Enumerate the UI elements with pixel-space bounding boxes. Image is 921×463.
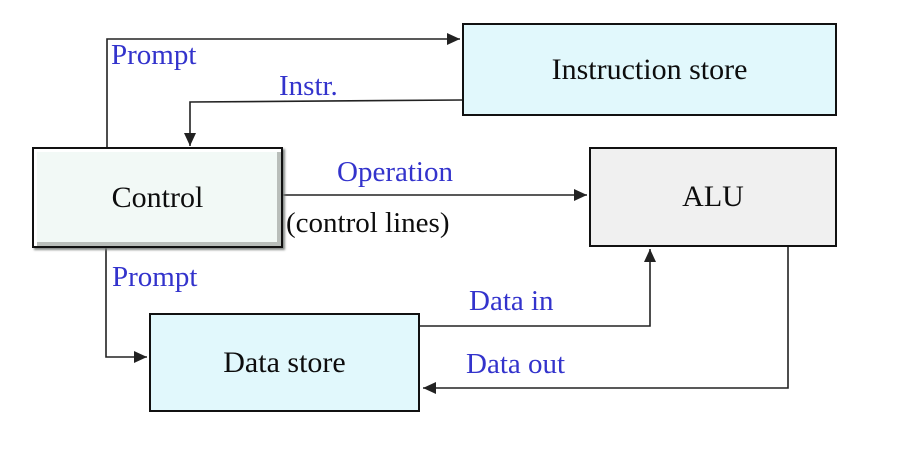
alu-box: ALU: [589, 147, 837, 247]
edge-label-prompt-top: Prompt: [111, 39, 197, 71]
edge-label-data-out: Data out: [466, 348, 566, 380]
edge-label-instr: Instr.: [279, 70, 338, 102]
control-box: Control: [32, 147, 283, 248]
edge-label-prompt-bottom: Prompt: [112, 261, 198, 293]
data-store-box: Data store: [149, 313, 420, 412]
edge-data-in-arrow: [420, 249, 656, 327]
data-store-box-label: Data store: [223, 345, 346, 379]
edge-prompt-bottom-arrow: [105, 248, 147, 363]
control-box-label: Control: [111, 180, 204, 214]
edge-instr-arrow: [184, 99, 463, 146]
alu-box-label: ALU: [682, 180, 744, 213]
edge-label-data-in: Data in: [469, 285, 554, 317]
instruction-store-box: Instruction store: [462, 23, 837, 116]
edge-sublabel-control-lines: (control lines): [286, 207, 450, 239]
edge-label-operation: Operation: [337, 156, 453, 188]
edge-prompt-top-arrow: [106, 33, 460, 147]
edge-data-out-arrow: [423, 247, 789, 394]
instruction-store-box-label: Instruction store: [551, 52, 748, 86]
